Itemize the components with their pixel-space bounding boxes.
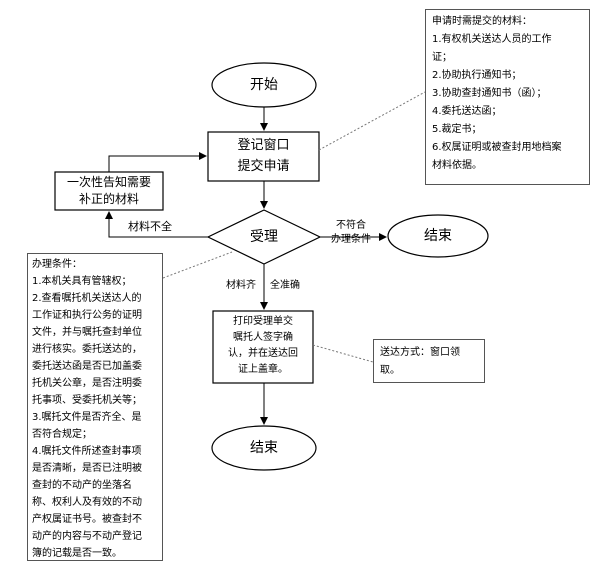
end-reject-label: 结束	[424, 228, 452, 244]
callout-leader-materials	[318, 91, 426, 151]
note-delivery-line: 取。	[380, 365, 400, 376]
note-materials-line: 证；	[432, 52, 452, 63]
note-conditions-line: 4.嘱托文件所述查封事项	[32, 446, 142, 457]
callout-leader-conditions	[162, 251, 233, 279]
note-conditions-line: 是否清晰，是否已注明被	[32, 463, 142, 474]
note-conditions-title: 办理条件：	[32, 259, 82, 270]
edge-label-incomplete: 材料不全	[128, 220, 172, 233]
edge-label-not-meet-line-2: 办理条件	[331, 234, 371, 245]
note-conditions-line: 委托送达函是否已加盖委	[32, 361, 142, 372]
accept-label: 受理	[250, 229, 278, 245]
note-delivery: 送达方式：窗口领 取。	[373, 339, 485, 383]
note-conditions-line: 查封的不动产的坐落名	[32, 480, 132, 491]
start-label: 开始	[250, 77, 278, 93]
note-materials: 申请时需提交的材料： 1.有权机关送达人员的工作 证； 2.协助执行通知书； 3…	[425, 9, 590, 185]
supplement-label-line-1: 一次性告知需要	[66, 175, 151, 189]
register-label: 登记窗口 提交申请	[208, 135, 319, 177]
note-conditions-line: 托机关公章，是否注明委	[32, 378, 142, 389]
note-conditions-line: 产权属证书号。被查封不	[32, 514, 142, 525]
print-label: 打印受理单交 嘱托人签字确 认，并在送达回 证上盖章。	[213, 314, 313, 378]
print-label-line-4: 证上盖章。	[238, 364, 288, 375]
register-label-line-1: 登记窗口	[237, 138, 290, 153]
register-label-line-2: 提交申请	[237, 159, 290, 174]
print-label-line-2: 嘱托人签字确	[233, 332, 293, 343]
note-delivery-line: 送达方式：窗口领	[380, 347, 460, 358]
arrow-supplement-to-register	[108, 152, 207, 172]
end-final-terminal	[211, 425, 317, 471]
end-reject-terminal	[387, 214, 489, 258]
supplement-label: 一次性告知需要 补正的材料	[55, 174, 163, 208]
edge-label-not-meet: 不符合 办理条件	[331, 219, 371, 247]
note-conditions-line: 1.本机关具有管辖权；	[32, 276, 132, 287]
note-conditions-line: 托事项、受委托机关等；	[32, 395, 142, 406]
note-materials-line: 3.协助查封通知书（函）；	[432, 88, 547, 99]
note-materials-line: 5.裁定书；	[432, 124, 482, 135]
note-materials-line: 6.权属证明或被查封用地档案	[432, 142, 562, 153]
note-materials-line: 4.委托送达函；	[432, 106, 502, 117]
note-materials-line: 1.有权机关送达人员的工作	[432, 34, 552, 45]
note-conditions-line: 称、权利人及有效的不动	[32, 497, 142, 508]
note-conditions-line: 进行核实。委托送达的，	[32, 344, 142, 355]
edge-label-complete: 材料齐	[226, 280, 256, 291]
end-final-label: 结束	[250, 440, 278, 456]
register-box	[207, 131, 320, 182]
note-conditions-line: 2.查看嘱托机关送达人的	[32, 293, 142, 304]
note-materials-title: 申请时需提交的材料：	[432, 16, 532, 27]
note-conditions-line: 否符合规定；	[32, 429, 92, 440]
note-conditions-line: 动产的内容与不动产登记	[32, 531, 142, 542]
note-materials-line: 材料依据。	[432, 160, 482, 171]
print-label-line-3: 认，并在送达回	[228, 348, 298, 359]
edge-label-accurate: 全准确	[270, 280, 300, 291]
note-conditions-line: 3.嘱托文件是否齐全、是	[32, 412, 142, 423]
note-conditions-line: 簿的记载是否一致。	[32, 548, 122, 559]
note-conditions-line: 文件，并与嘱托查封单位	[32, 327, 142, 338]
arrow-accept-to-supplement	[105, 211, 208, 238]
note-conditions-line: 工作证和执行公务的证明	[32, 310, 142, 321]
print-label-line-1: 打印受理单交	[233, 316, 293, 327]
supplement-label-line-2: 补正的材料	[78, 192, 139, 206]
note-materials-line: 2.协助执行通知书；	[432, 70, 522, 81]
print-box	[212, 310, 314, 384]
note-conditions: 办理条件： 1.本机关具有管辖权； 2.查看嘱托机关送达人的 工作证和执行公务的…	[27, 253, 163, 561]
callout-leader-delivery	[312, 344, 374, 363]
edge-label-not-meet-line-1: 不符合	[336, 220, 366, 231]
